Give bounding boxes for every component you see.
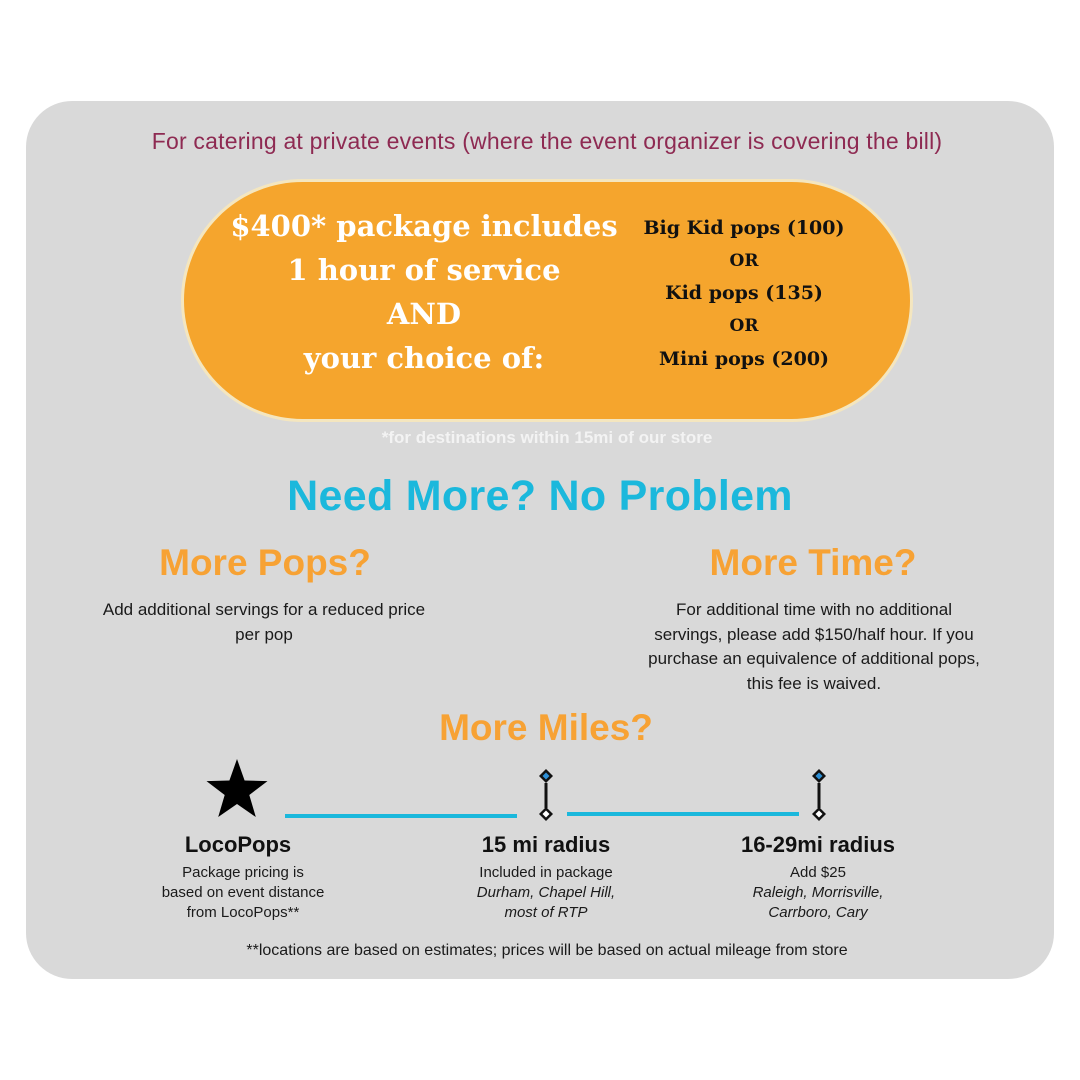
package-line: $400* package includes	[230, 209, 618, 243]
package-line: your choice of:	[303, 341, 545, 375]
choice-separator: OR	[729, 316, 759, 337]
stop-area-line: Carrboro, Cary	[768, 904, 868, 921]
stop-line: based on event distance	[161, 884, 325, 901]
stop-line: Included in package	[479, 864, 613, 881]
stop-title: 15 mi radius	[481, 832, 611, 857]
more-time-line: this fee is waived.	[746, 673, 882, 693]
stop-area-line: Durham, Chapel Hill,	[476, 884, 616, 901]
distance-line	[567, 812, 799, 816]
headline: Need More? No Problem	[287, 472, 793, 520]
location-pin-icon	[808, 767, 830, 823]
location-pin-icon	[535, 767, 557, 823]
more-time-title: More Time?	[709, 542, 917, 583]
stop-line: Add $25	[790, 864, 846, 881]
stop-description: Package pricing is based on event distan…	[128, 863, 358, 923]
stop-description: Included in package Durham, Chapel Hill,…	[436, 863, 656, 923]
more-time-line: purchase an equivalence of additional po…	[648, 649, 980, 668]
choice-item: Big Kid pops (100)	[643, 217, 845, 239]
stop-title: LocoPops	[184, 832, 292, 857]
more-time-text: For additional time with no additional s…	[604, 598, 1024, 696]
more-pops-title: More Pops?	[159, 542, 371, 583]
distance-note: *for destinations within 15mi of our sto…	[381, 428, 713, 447]
more-pops-line: per pop	[235, 624, 293, 644]
package-line: 1 hour of service	[287, 253, 561, 287]
choice-separator: OR	[729, 250, 759, 271]
stop-area-line: Raleigh, Morrisville,	[752, 884, 884, 901]
package-choices: Big Kid pops (100) OR Kid pops (135) OR …	[630, 212, 858, 376]
footer-note: **locations are based on estimates; pric…	[246, 942, 848, 959]
package-pill	[181, 179, 913, 422]
more-pops-text: Add additional servings for a reduced pr…	[64, 598, 464, 647]
more-miles-title: More Miles?	[439, 707, 653, 748]
intro-text: For catering at private events (where th…	[151, 128, 943, 154]
distance-line	[285, 814, 517, 818]
choice-item: Mini pops (200)	[658, 347, 830, 370]
stop-area-line: most of RTP	[504, 904, 588, 921]
package-description: $400* package includes 1 hour of service…	[210, 204, 638, 380]
more-time-line: servings, please add $150/half hour. If …	[654, 624, 974, 644]
more-pops-line: Add additional servings for a reduced pr…	[102, 600, 426, 619]
choice-item: Kid pops (135)	[665, 282, 823, 305]
more-time-line: For additional time with no additional	[676, 600, 952, 619]
stop-line: from LocoPops**	[186, 904, 300, 921]
stop-description: Add $25 Raleigh, Morrisville, Carrboro, …	[708, 863, 928, 923]
stop-title: 16-29mi radius	[740, 832, 896, 857]
package-line: AND	[386, 297, 462, 331]
star-icon	[205, 758, 269, 820]
stop-line: Package pricing is	[182, 864, 304, 881]
